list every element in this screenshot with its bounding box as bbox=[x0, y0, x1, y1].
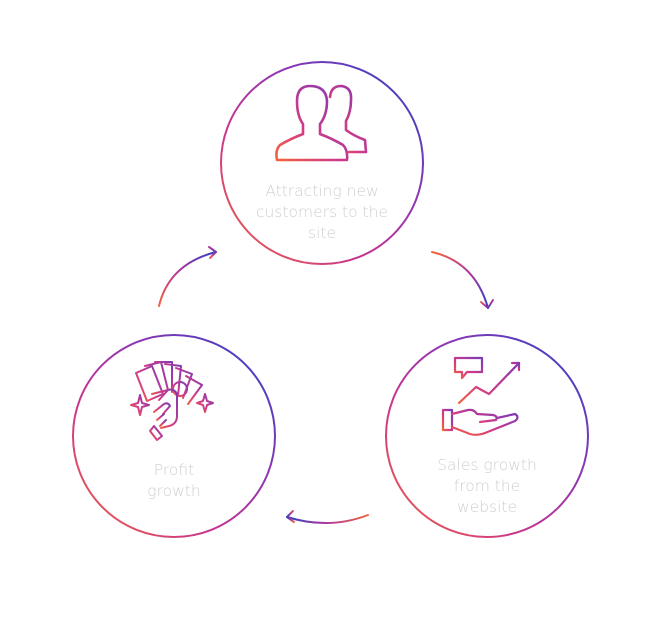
node-ring bbox=[220, 61, 424, 265]
label-attracting: Attracting new customers to the site bbox=[222, 181, 422, 244]
node-sales bbox=[385, 334, 589, 538]
arrow-attracting-to-sales bbox=[431, 251, 494, 309]
label-line: website bbox=[456, 498, 518, 516]
node-ring bbox=[385, 334, 589, 538]
users-icon bbox=[275, 84, 368, 162]
label-line: Profit bbox=[153, 461, 195, 479]
label-line: from the bbox=[453, 477, 521, 495]
arrow-sales-to-profit bbox=[286, 510, 369, 524]
node-attracting bbox=[220, 61, 424, 265]
label-line: site bbox=[308, 224, 336, 242]
label-line: Attracting new bbox=[265, 182, 379, 200]
label-line: customers to the bbox=[256, 203, 388, 221]
label-profit: Profit growth bbox=[74, 460, 274, 502]
label-line: Sales growth bbox=[437, 456, 537, 474]
arrow-profit-to-attracting bbox=[158, 246, 217, 307]
node-ring bbox=[72, 334, 276, 538]
money-hand-icon bbox=[130, 361, 214, 441]
label-sales: Sales growth from the website bbox=[387, 455, 587, 518]
sales-growth-hand-icon bbox=[441, 356, 521, 436]
node-profit bbox=[72, 334, 276, 538]
label-line: growth bbox=[147, 482, 201, 500]
